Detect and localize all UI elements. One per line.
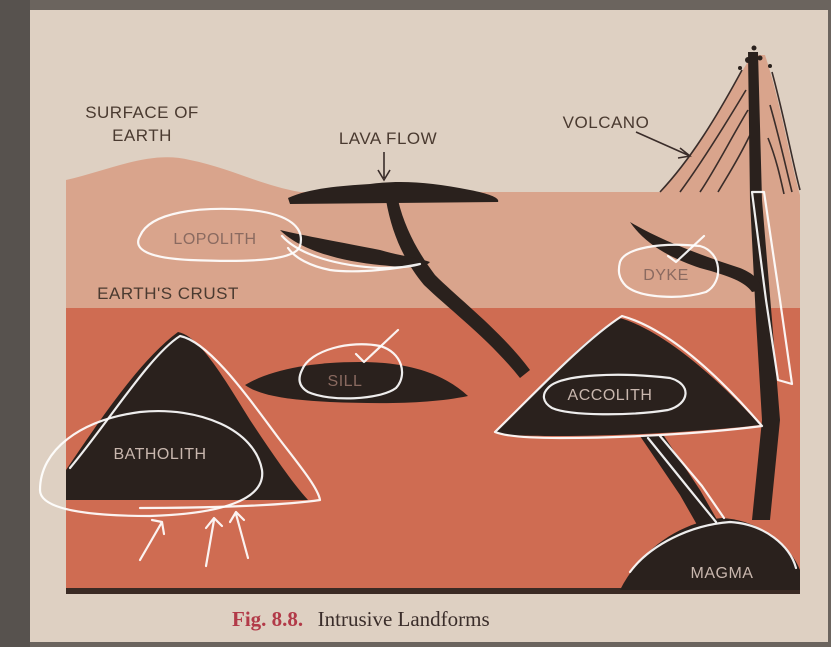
label-surface-line1: SURFACE OF	[85, 103, 199, 122]
dyke-shape	[630, 222, 762, 292]
volcano-arrow	[635, 131, 692, 159]
magma-chamber	[620, 518, 800, 590]
handwritten-annotations	[38, 190, 798, 574]
label-lopolith: LOPOLITH	[173, 231, 256, 248]
batholith-shape	[66, 332, 308, 500]
label-surface-line2: EARTH	[112, 126, 172, 145]
volcano-cone	[659, 69, 801, 195]
caption-title: Intrusive Landforms	[318, 607, 490, 631]
laccolith-feeder	[640, 436, 720, 530]
label-lava-flow: LAVA FLOW	[339, 129, 437, 148]
volcanic-ash	[738, 45, 772, 70]
lopolith-shape	[280, 230, 430, 268]
caption-figure-number: Fig. 8.8.	[232, 607, 303, 631]
lava-feeder	[386, 200, 530, 378]
label-volcano: VOLCANO	[563, 113, 650, 132]
label-batholith: BATHOLITH	[113, 446, 206, 463]
label-dyke: DYKE	[643, 267, 689, 284]
lava-flow-arrow	[377, 152, 391, 182]
laccolith-shape	[495, 318, 760, 436]
label-earths-crust: EARTH'S CRUST	[97, 284, 239, 303]
label-sill: SILL	[328, 373, 363, 390]
label-magma: MAGMA	[691, 565, 754, 582]
label-laccolith: ACCOLITH	[568, 387, 653, 404]
figure-caption: Fig. 8.8. Intrusive Landforms	[232, 607, 490, 631]
lava-flow	[288, 182, 499, 204]
upper-crust	[66, 55, 800, 308]
